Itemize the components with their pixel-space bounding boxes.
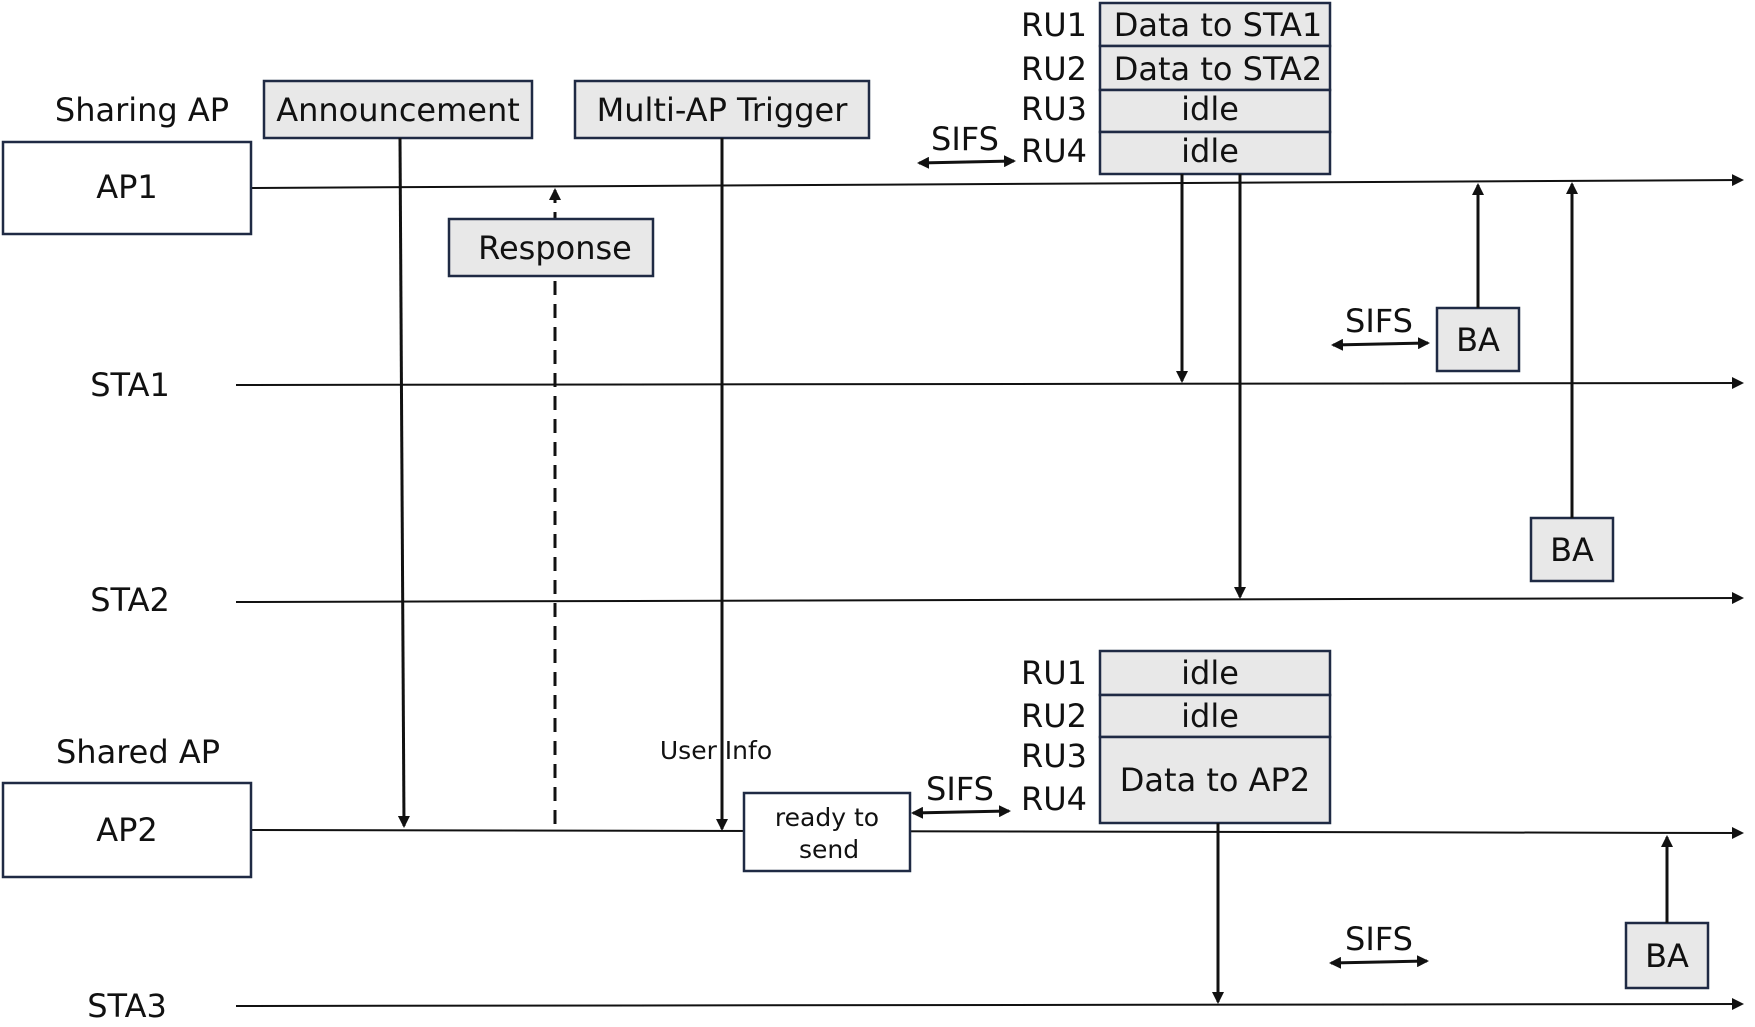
sifs-arrow-ap2-left — [911, 806, 961, 819]
ap1-ru-row-2 — [1098, 44, 1332, 92]
ap1-ru-1-content: Data to STA1 — [1114, 6, 1323, 44]
ap1-ru-4-label: RU4 — [1021, 132, 1087, 170]
ap2-ru-3-label: RU3 — [1021, 737, 1087, 775]
ba-frame-sta3 — [1624, 921, 1710, 990]
sharing-ap-label: Sharing AP — [55, 91, 229, 129]
response-label: Response — [478, 229, 632, 267]
ap2-ru-4-label: RU4 — [1021, 780, 1087, 818]
ap2-ru-1-content: idle — [1181, 654, 1239, 692]
ap1-ru-row-3 — [1098, 88, 1332, 134]
ap1-ru-row-1 — [1098, 1, 1332, 48]
sta1-label: STA1 — [90, 366, 170, 404]
ap2-label: AP2 — [96, 811, 158, 849]
ap2-ru-2-content: idle — [1181, 697, 1239, 735]
ap1-ru-2-content: Data to STA2 — [1114, 50, 1323, 88]
ap2-data-content: Data to AP2 — [1120, 761, 1310, 799]
announcement-frame — [262, 79, 534, 140]
sifs-arrow-ap1-right — [965, 155, 1016, 168]
ap2-ru-2-label: RU2 — [1021, 697, 1087, 735]
ap1-label: AP1 — [96, 168, 158, 206]
ba-label-sta3: BA — [1645, 937, 1689, 975]
ap1-ru-3-content: idle — [1181, 90, 1239, 128]
ba-label-sta1: BA — [1456, 321, 1500, 359]
sifs-arrow-ap1-left — [917, 156, 967, 169]
sta3-label: STA3 — [87, 987, 167, 1025]
announcement-arrow — [397, 137, 410, 828]
response-frame — [447, 217, 655, 278]
sifs-arrow-ap2-right — [959, 805, 1011, 818]
ba-frame-sta2 — [1529, 516, 1615, 583]
ba-label-sta2: BA — [1550, 531, 1594, 569]
ap1-box — [1, 140, 253, 236]
ap1-ru-2-label: RU2 — [1021, 50, 1087, 88]
ap1-ru-3-label: RU3 — [1021, 90, 1087, 128]
ap2-box — [1, 781, 253, 879]
ready-to-send-frame — [742, 791, 912, 873]
ap2-ru-row-1 — [1098, 649, 1332, 697]
ap2-ru-row-2 — [1098, 693, 1332, 739]
announcement-label: Announcement — [276, 91, 520, 129]
user-info-label: User Info — [660, 736, 772, 765]
ready-to-send-line2: send — [799, 835, 859, 864]
sta3-timeline — [235, 998, 1744, 1011]
ap1-ru-4-content: idle — [1181, 132, 1239, 170]
sifs-label-sta3: SIFS — [1345, 920, 1413, 958]
sifs-arrow-sta3-right — [1379, 955, 1429, 968]
sta2-label: STA2 — [90, 581, 170, 619]
ap2-ru-1-label: RU1 — [1021, 654, 1087, 692]
ap1-ru-1-label: RU1 — [1021, 6, 1087, 44]
ap1-timeline — [251, 174, 1744, 189]
ap2-timeline — [251, 826, 1744, 839]
sta1-timeline — [235, 377, 1744, 390]
multi-ap-trigger-label: Multi-AP Trigger — [597, 91, 849, 129]
ready-to-send-line1: ready to — [775, 803, 879, 832]
ap2-ru-row-data — [1098, 735, 1332, 825]
sifs-label-ap1: SIFS — [931, 120, 999, 158]
sifs-arrow-sta1-left — [1331, 338, 1381, 351]
sifs-label-sta1: SIFS — [1345, 302, 1413, 340]
sifs-arrow-sta1-right — [1379, 337, 1430, 350]
ap1-ru-row-4 — [1098, 130, 1332, 176]
shared-ap-label: Shared AP — [56, 733, 220, 771]
sta2-timeline — [235, 592, 1744, 605]
sifs-arrow-sta3-left — [1329, 956, 1381, 969]
sifs-label-ap2: SIFS — [926, 770, 994, 808]
